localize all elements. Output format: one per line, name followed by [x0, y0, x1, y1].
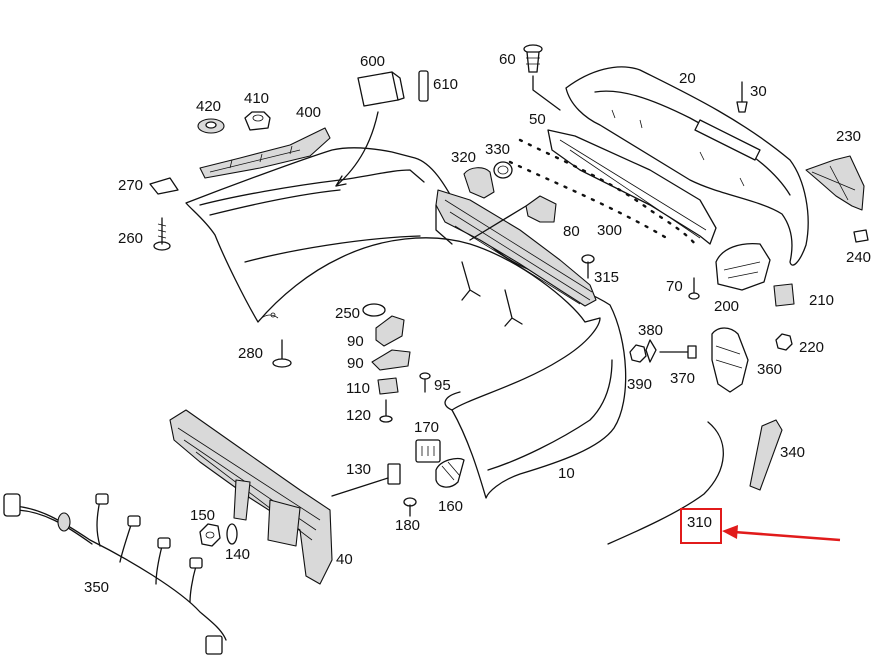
- label-part-30: 30: [750, 83, 767, 100]
- bolt-130-drawing: [331, 463, 401, 497]
- trim-strip-50-drawing: [547, 129, 717, 245]
- clip-95-drawing: [419, 372, 431, 393]
- clip-210-drawing: [773, 283, 795, 307]
- label-part-95: 95: [434, 377, 451, 394]
- label-part-90b: 90: [347, 355, 364, 372]
- label-part-250: 250: [335, 305, 361, 322]
- label-part-150: 150: [190, 507, 216, 524]
- label-part-210: 210: [809, 292, 835, 309]
- highlight-box-310: [680, 508, 722, 544]
- bolt-370-drawing: [659, 345, 697, 359]
- label-part-20: 20: [679, 70, 696, 87]
- label-part-80: 80: [563, 223, 580, 240]
- label-part-340: 340: [780, 444, 806, 461]
- bracket-90b-drawing: [371, 349, 411, 371]
- screw-260-drawing: [153, 217, 171, 251]
- label-part-10: 10: [558, 465, 575, 482]
- label-part-310: 310: [687, 514, 713, 531]
- cap-600-drawing: [357, 71, 399, 107]
- nut-220-drawing: [775, 333, 793, 351]
- label-part-170: 170: [414, 419, 440, 436]
- label-part-120: 120: [346, 407, 372, 424]
- bracket-90a-drawing: [375, 315, 405, 347]
- bumper-cover-drawing: [185, 147, 627, 499]
- clip-610-drawing: [418, 70, 429, 102]
- pin-30-drawing: [736, 81, 748, 113]
- label-part-300: 300: [597, 222, 623, 239]
- label-part-330: 330: [485, 141, 511, 158]
- label-part-410: 410: [244, 90, 270, 107]
- nut-150-drawing: [199, 523, 221, 547]
- label-part-160: 160: [438, 498, 464, 515]
- label-part-40: 40: [336, 551, 353, 568]
- lamp-360-drawing: [711, 327, 749, 393]
- label-part-600: 600: [360, 53, 386, 70]
- label-part-70: 70: [666, 278, 683, 295]
- label-part-420: 420: [196, 98, 222, 115]
- bracket-230-drawing: [805, 155, 865, 211]
- label-part-140: 140: [225, 546, 251, 563]
- label-part-350: 350: [84, 579, 110, 596]
- label-part-400: 400: [296, 104, 322, 121]
- label-part-610: 610: [433, 76, 459, 93]
- bracket-80-drawing: [525, 195, 557, 223]
- crossmember-40-drawing: [169, 409, 333, 585]
- screw-280-drawing: [272, 339, 292, 368]
- label-part-50: 50: [529, 111, 546, 128]
- label-part-260: 260: [118, 230, 144, 247]
- label-part-320: 320: [451, 149, 477, 166]
- label-part-130: 130: [346, 461, 372, 478]
- reflector-200-drawing: [715, 242, 771, 291]
- label-part-200: 200: [714, 298, 740, 315]
- trim-strip-300-drawing: [518, 138, 698, 247]
- push-clip-60-drawing: [523, 44, 561, 111]
- label-part-220: 220: [799, 339, 825, 356]
- label-part-370: 370: [670, 370, 696, 387]
- diffuser-drawing: [565, 66, 809, 266]
- label-part-90a: 90: [347, 333, 364, 350]
- washer-140-drawing: [226, 523, 238, 545]
- sensor-320-drawing: [463, 167, 495, 199]
- label-part-180: 180: [395, 517, 421, 534]
- highlight-arrow: [722, 525, 841, 542]
- clip-240-drawing: [853, 229, 869, 243]
- clip-110-drawing: [377, 377, 399, 395]
- grille-160-drawing: [435, 457, 465, 488]
- label-part-315: 315: [594, 269, 620, 286]
- ring-330-drawing: [493, 161, 513, 179]
- label-part-240: 240: [846, 249, 872, 266]
- plug-170-drawing: [415, 439, 441, 463]
- washer-380-drawing: [645, 339, 657, 363]
- wiring-harness-350-drawing: [3, 493, 227, 655]
- nut-390-drawing: [629, 344, 647, 363]
- label-part-110: 110: [346, 380, 370, 397]
- label-part-230: 230: [836, 128, 862, 145]
- label-part-390: 390: [627, 376, 653, 393]
- screw-315-drawing: [581, 254, 595, 279]
- label-part-280: 280: [238, 345, 264, 362]
- label-part-60: 60: [499, 51, 516, 68]
- clip-250-drawing: [362, 303, 386, 317]
- reflector-340-drawing: [749, 419, 783, 491]
- trim-strip-lower-drawing: [508, 160, 672, 242]
- label-part-360: 360: [757, 361, 783, 378]
- label-part-270: 270: [118, 177, 144, 194]
- screw-120-drawing: [379, 399, 393, 423]
- bracket-400-drawing: [199, 127, 331, 179]
- trim-strip-310-drawing: [607, 421, 724, 545]
- clip-270-drawing: [149, 177, 179, 195]
- clip-180-drawing: [403, 497, 417, 517]
- screw-70-drawing: [688, 277, 700, 300]
- label-part-380: 380: [638, 322, 664, 339]
